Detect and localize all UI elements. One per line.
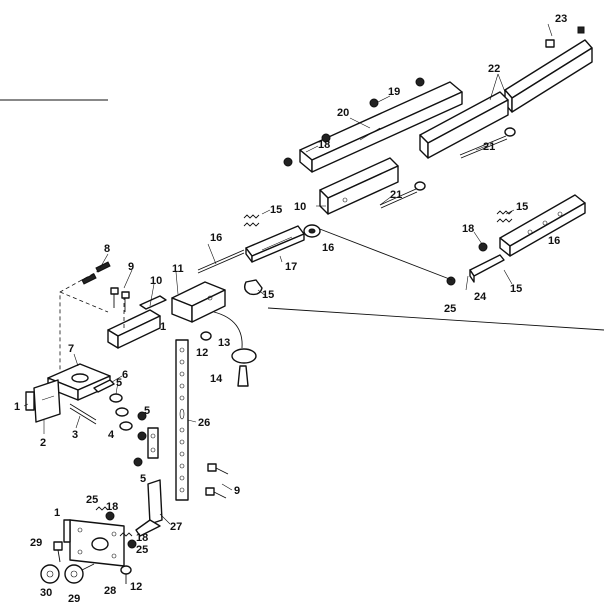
door-arm-26 xyxy=(175,339,189,501)
label-13: 13 xyxy=(218,337,230,349)
label-29-a: 29 xyxy=(30,537,42,549)
label-21-a: 21 xyxy=(390,189,402,201)
arm-24 xyxy=(469,254,505,283)
label-10-a: 10 xyxy=(150,275,162,287)
screw-12-upper xyxy=(200,331,212,341)
label-9-lower: 9 xyxy=(234,485,240,497)
nuts-5 xyxy=(133,411,147,467)
bolt-21b xyxy=(459,127,516,159)
label-27: 27 xyxy=(170,521,182,533)
label-16-c: 16 xyxy=(548,235,560,247)
trolley-17 xyxy=(245,225,305,263)
label-15-b: 15 xyxy=(262,289,274,301)
nut-18-rail xyxy=(283,157,293,167)
label-17: 17 xyxy=(285,261,297,273)
bolt-21a xyxy=(379,181,426,209)
label-9-upper: 9 xyxy=(128,261,134,273)
springs-15-center xyxy=(243,214,260,227)
label-26: 26 xyxy=(198,417,210,429)
label-22: 22 xyxy=(488,63,500,75)
hardware-18-25-lower xyxy=(95,506,137,549)
label-20: 20 xyxy=(337,107,349,119)
arm-27 xyxy=(135,479,163,537)
screw-12-lower xyxy=(120,565,132,584)
rail-section-upper xyxy=(504,39,593,113)
header-bracket-10 xyxy=(107,295,167,349)
knob-29-b xyxy=(64,563,95,584)
label-5-a: 5 xyxy=(116,377,122,389)
springs-15-right xyxy=(496,210,513,223)
label-16-a: 16 xyxy=(322,242,334,254)
label-29-b: 29 xyxy=(68,593,80,605)
label-6: 6 xyxy=(122,369,128,381)
label-1-b: 1 xyxy=(160,321,166,333)
nut-19-b xyxy=(415,77,425,87)
label-24: 24 xyxy=(474,291,487,303)
label-8: 8 xyxy=(104,243,110,255)
release-cord-13 xyxy=(213,311,243,349)
bracket-2 xyxy=(33,379,61,423)
pin-3 xyxy=(69,403,97,425)
bolt-23 xyxy=(545,26,585,48)
label-1-c: 1 xyxy=(54,507,60,519)
bracket-1c xyxy=(63,519,71,543)
rail-bracket-20 xyxy=(299,81,463,173)
label-19: 19 xyxy=(388,86,400,98)
label-12-upper: 12 xyxy=(196,347,208,359)
label-25-lower-a: 25 xyxy=(86,494,98,506)
trolley-16 xyxy=(499,194,586,257)
washers-4 xyxy=(109,393,133,431)
label-18-lower-b: 18 xyxy=(136,532,148,544)
bracket-11 xyxy=(171,281,226,323)
angle-6 xyxy=(93,379,115,393)
label-25-lower-b: 25 xyxy=(136,544,148,556)
label-14: 14 xyxy=(210,373,223,385)
label-5-c: 5 xyxy=(140,473,146,485)
bracket-26-small xyxy=(147,427,159,459)
release-handle-14 xyxy=(231,348,257,387)
nut-18-b xyxy=(321,133,331,143)
bolts-9-upper xyxy=(110,287,130,312)
leader-lines xyxy=(23,23,553,525)
label-23: 23 xyxy=(555,13,567,25)
label-28: 28 xyxy=(104,585,116,597)
label-18-right: 18 xyxy=(462,223,474,235)
sprocket-16 xyxy=(303,224,321,238)
cable-line xyxy=(311,225,453,281)
label-25-right: 25 xyxy=(444,303,456,315)
bolts-9-lower xyxy=(205,463,229,499)
nut-19 xyxy=(369,98,379,108)
callout-labels: 23 22 19 20 18 21 10 21 15 16 16 17 15 1… xyxy=(14,13,567,605)
label-15-d: 15 xyxy=(510,283,522,295)
rail-section-middle xyxy=(419,91,509,159)
door-bracket-28 xyxy=(69,519,125,567)
label-21-b: 21 xyxy=(483,141,495,153)
label-15-c: 15 xyxy=(516,201,528,213)
knob-30 xyxy=(40,564,60,584)
label-10-b: 10 xyxy=(294,201,306,213)
label-18-lower-a: 18 xyxy=(106,501,118,513)
nut-18-right xyxy=(478,242,488,252)
label-3: 3 xyxy=(72,429,78,441)
label-18-rail: 18 xyxy=(318,139,330,151)
dash-line-a xyxy=(59,291,109,313)
label-2: 2 xyxy=(40,437,46,449)
bracket-1a xyxy=(25,391,35,411)
label-11: 11 xyxy=(172,263,184,275)
label-7: 7 xyxy=(68,343,74,355)
label-30: 30 xyxy=(40,587,52,599)
rail-section-lower xyxy=(319,157,399,215)
drive-rod-16 xyxy=(197,249,245,274)
reference-line-right xyxy=(267,307,605,331)
label-16-b: 16 xyxy=(210,232,222,244)
label-1-a: 1 xyxy=(14,401,20,413)
label-4: 4 xyxy=(108,429,115,441)
label-12-lower: 12 xyxy=(130,581,142,593)
bolts-8 xyxy=(81,261,111,285)
label-5-b: 5 xyxy=(144,405,150,417)
bolt-29-a xyxy=(53,541,63,563)
label-15-a: 15 xyxy=(270,204,282,216)
clip-15-center xyxy=(243,279,263,296)
